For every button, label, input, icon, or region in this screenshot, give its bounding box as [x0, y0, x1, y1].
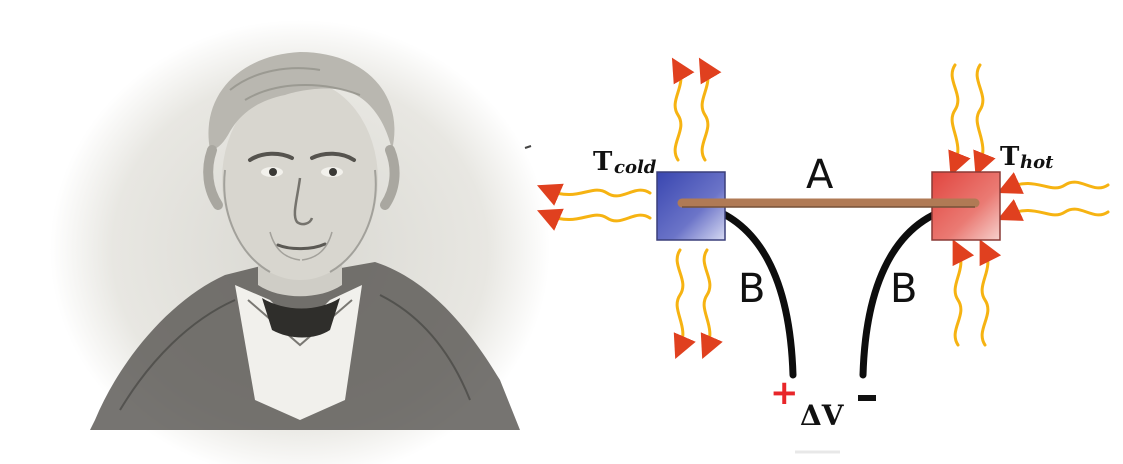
hot-junction-subscript: hot — [1020, 152, 1054, 173]
cold-junction-symbol: T — [593, 147, 613, 177]
positive-terminal-sign: + — [770, 373, 799, 413]
negative-terminal-sign — [858, 395, 876, 401]
hot-junction-symbol: T — [1000, 142, 1020, 172]
portrait — [50, 20, 550, 464]
wire-b-right-label: B — [890, 266, 917, 312]
thermocouple-diagram: T cold T hot A B B + ΔV − — [548, 65, 1108, 432]
cold-junction-subscript: cold — [614, 157, 657, 178]
voltage-label: ΔV — [800, 399, 845, 432]
wire-b-left-label: B — [738, 266, 765, 312]
wire-a-label: A — [806, 152, 834, 198]
